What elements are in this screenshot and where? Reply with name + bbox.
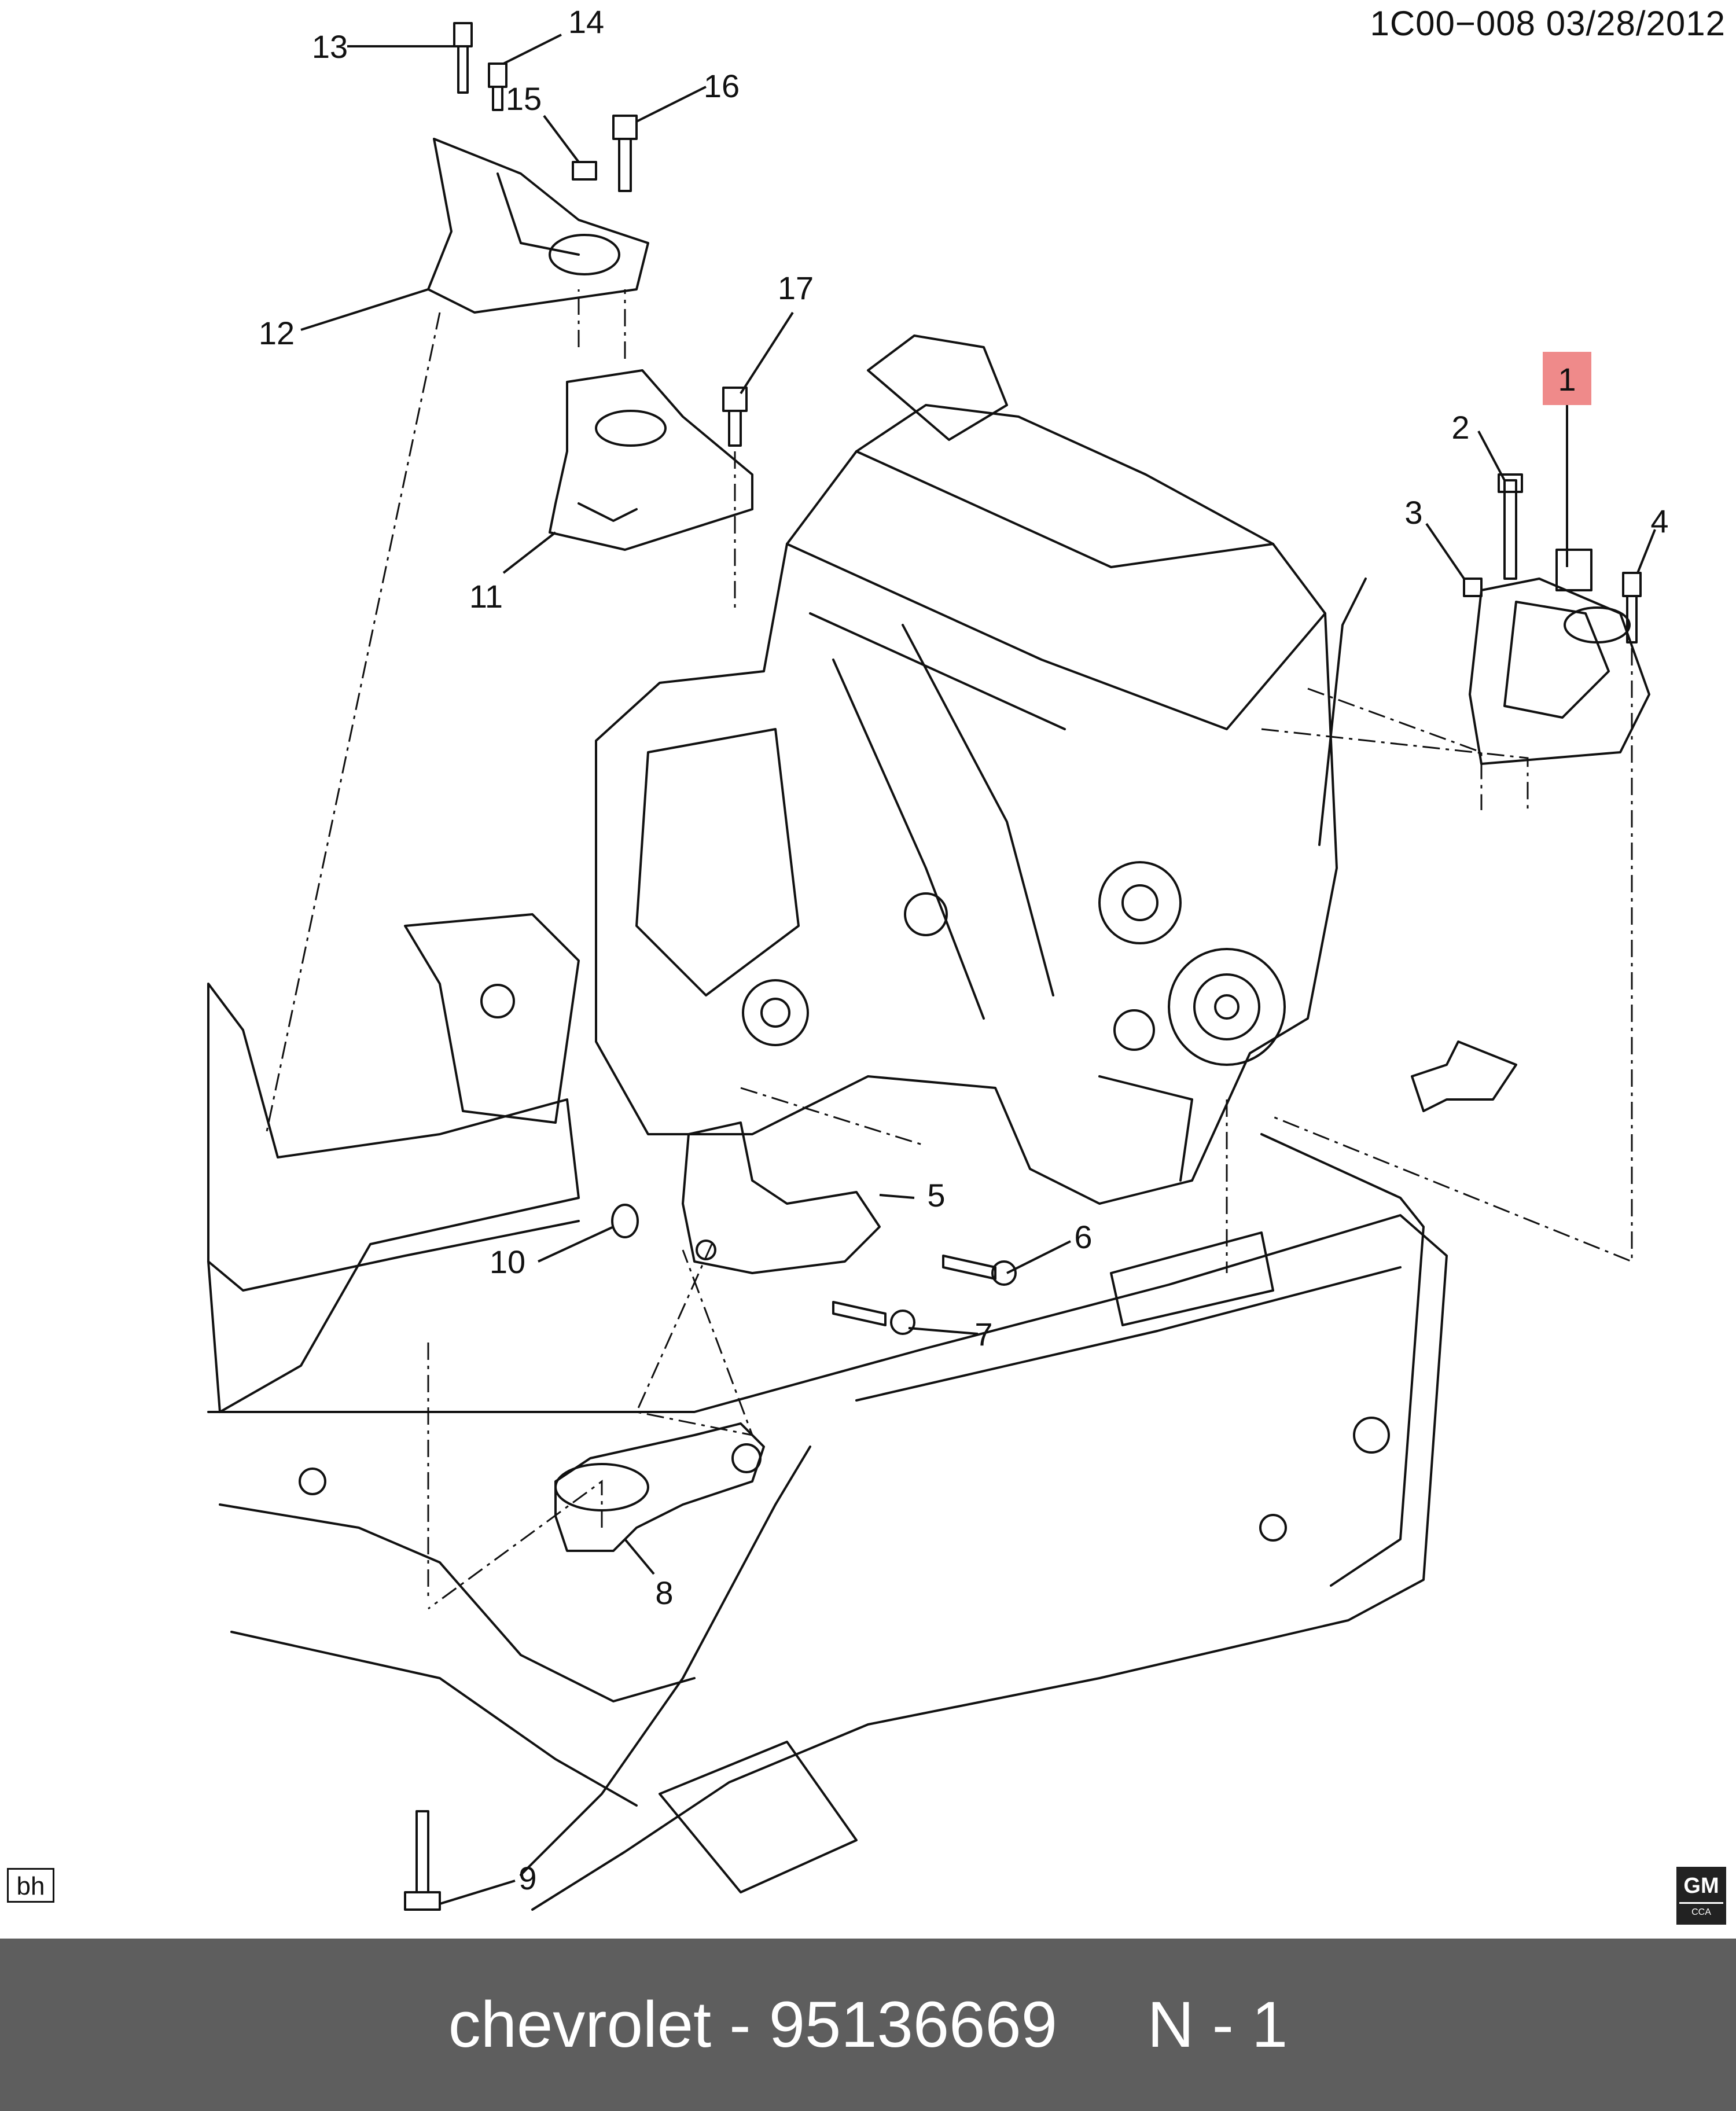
exploded-parts-diagram: 1 2 3 4 5 6 7 8 9 10 11 12 13 14 15 16 1… bbox=[207, 3, 1669, 1911]
part-2-bolt bbox=[1498, 473, 1523, 580]
callout-1: 1 bbox=[1558, 361, 1576, 398]
callout-14: 14 bbox=[568, 3, 604, 40]
part-10-nut bbox=[611, 1204, 639, 1238]
callout-15: 15 bbox=[506, 80, 542, 117]
callout-11: 11 bbox=[469, 578, 503, 615]
part-13-bolt bbox=[453, 22, 473, 94]
callout-9: 9 bbox=[518, 1860, 536, 1896]
corner-badge: bh bbox=[7, 1868, 54, 1903]
part-4-bolt bbox=[1622, 572, 1642, 643]
part-14-bolt bbox=[488, 62, 507, 111]
part-8-torque-strut bbox=[554, 1422, 765, 1552]
gm-logo-icon: GM CCA bbox=[1676, 1867, 1726, 1925]
part-7-bolt bbox=[832, 1301, 915, 1335]
callout-13: 13 bbox=[312, 28, 348, 65]
front-frame-drawing bbox=[207, 913, 1448, 1911]
alignment-lines bbox=[265, 289, 1633, 1610]
callout-17: 17 bbox=[778, 270, 814, 306]
front-direction-arrow-icon bbox=[1411, 1040, 1517, 1112]
part-12-transmission-mount bbox=[427, 138, 649, 314]
callout-5: 5 bbox=[927, 1177, 945, 1213]
callout-7: 7 bbox=[974, 1316, 992, 1352]
part-15-nut bbox=[572, 161, 597, 181]
engine-assembly-drawing bbox=[595, 334, 1367, 1205]
callout-16: 16 bbox=[704, 68, 740, 104]
callout-1-highlight bbox=[1543, 352, 1591, 405]
callout-12: 12 bbox=[259, 315, 295, 351]
part-5-rear-bracket bbox=[682, 1121, 881, 1274]
diagram-reference-code: 1C00−008 03/28/2012 bbox=[1370, 4, 1726, 43]
part-16-bolt bbox=[612, 115, 638, 192]
part-6-bolt bbox=[942, 1255, 1017, 1286]
part-11-mount-bracket bbox=[549, 369, 753, 551]
callout-2: 2 bbox=[1451, 409, 1469, 446]
footer-caption: chevrolet - 95136669 N - 1 bbox=[0, 1939, 1736, 2111]
callout-3: 3 bbox=[1404, 494, 1422, 531]
callout-labels: 1 2 3 4 5 6 7 8 9 10 11 12 13 14 15 16 1… bbox=[259, 3, 1669, 1896]
part-9-bolt bbox=[404, 1810, 441, 1911]
callout-10: 10 bbox=[490, 1244, 525, 1280]
part-3-nut bbox=[1463, 578, 1483, 597]
leader-lines bbox=[300, 34, 1656, 1905]
callout-4: 4 bbox=[1650, 503, 1668, 539]
gm-logo-subtext: CCA bbox=[1691, 1907, 1711, 1917]
part-17-bolt bbox=[722, 387, 748, 447]
callout-6: 6 bbox=[1074, 1219, 1092, 1255]
gm-logo-text: GM bbox=[1679, 1870, 1723, 1904]
callout-8: 8 bbox=[655, 1575, 673, 1611]
part-1-engine-mount bbox=[1469, 549, 1650, 765]
